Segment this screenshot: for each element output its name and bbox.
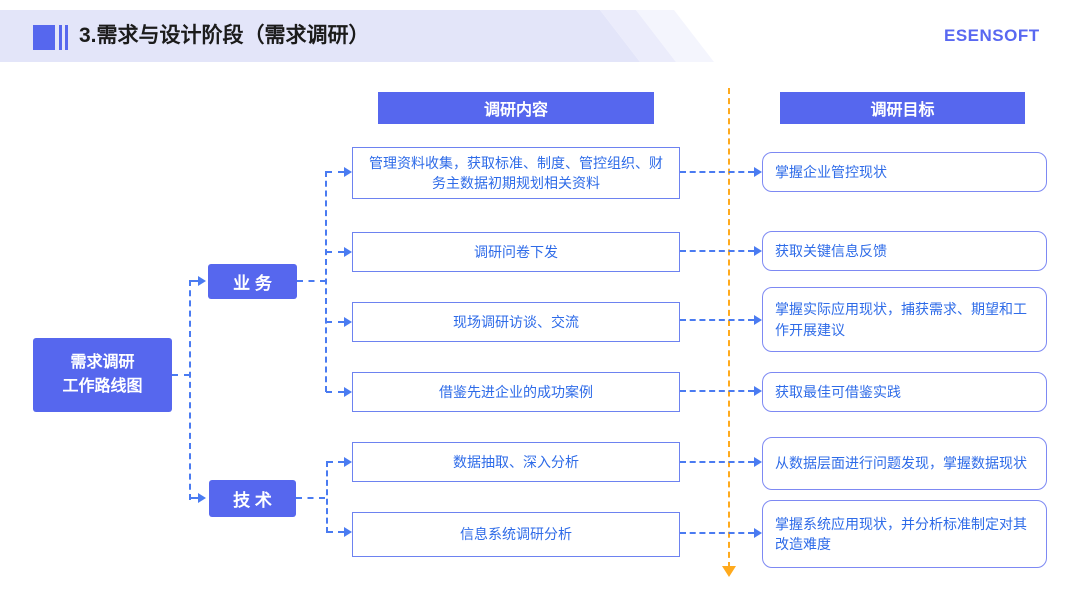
content-node: 借鉴先进企业的成功案例: [352, 372, 680, 412]
goal-node: 掌握系统应用现状，并分析标准制定对其改造难度: [762, 500, 1047, 568]
column-header-goal: 调研目标: [780, 92, 1025, 124]
content-node: 管理资料收集，获取标准、制度、管控组织、财务主数据初期规划相关资料: [352, 147, 680, 199]
connector-line: [190, 280, 198, 282]
arrow-right-icon: [754, 386, 762, 396]
page-title: 3.需求与设计阶段（需求调研）: [79, 24, 370, 47]
goal-node: 从数据层面进行问题发现，掌握数据现状: [762, 437, 1047, 490]
arrow-right-icon: [344, 167, 352, 177]
header-band: [0, 10, 640, 62]
esensoft-logo: ESENSOFT: [944, 26, 1040, 45]
arrow-right-icon: [344, 387, 352, 397]
content-node: 数据抽取、深入分析: [352, 442, 680, 482]
branch-node-business: 业 务: [208, 264, 297, 299]
arrow-right-icon: [754, 528, 762, 538]
connector-line: [189, 280, 191, 500]
connector-line: [327, 531, 344, 533]
connector-line: [680, 319, 754, 321]
goal-node: 掌握企业管控现状: [762, 152, 1047, 192]
goal-node: 获取最佳可借鉴实践: [762, 372, 1047, 412]
arrow-right-icon: [754, 246, 762, 256]
title-square-icon: [33, 25, 55, 50]
connector-line: [326, 391, 344, 393]
connector-line: [172, 374, 190, 376]
connector-line: [296, 497, 325, 499]
connector-line: [297, 280, 326, 282]
arrow-right-icon: [198, 493, 206, 503]
connector-line: [680, 461, 754, 463]
goal-node: 掌握实际应用现状，捕获需求、期望和工作开展建议: [762, 287, 1047, 352]
connector-line: [326, 461, 328, 533]
arrow-right-icon: [344, 247, 352, 257]
content-node: 信息系统调研分析: [352, 512, 680, 557]
goal-node: 获取关键信息反馈: [762, 231, 1047, 271]
connector-line: [326, 321, 344, 323]
connector-line: [190, 497, 198, 499]
connector-line: [326, 251, 344, 253]
arrow-right-icon: [344, 527, 352, 537]
connector-line: [680, 250, 754, 252]
connector-line: [325, 171, 327, 392]
arrow-right-icon: [198, 276, 206, 286]
branch-node-tech: 技 术: [209, 480, 296, 517]
content-node: 调研问卷下发: [352, 232, 680, 272]
timeline-dashed-line: [728, 88, 730, 568]
arrow-down-icon: [722, 566, 736, 577]
arrow-right-icon: [754, 167, 762, 177]
title-bar-icon: [59, 25, 62, 50]
content-node: 现场调研访谈、交流: [352, 302, 680, 342]
connector-line: [327, 461, 344, 463]
title-bar-icon: [65, 25, 68, 50]
arrow-right-icon: [754, 457, 762, 467]
arrow-right-icon: [344, 317, 352, 327]
root-node: 需求调研 工作路线图: [33, 338, 172, 412]
connector-line: [680, 390, 754, 392]
connector-line: [326, 171, 344, 173]
connector-line: [680, 532, 754, 534]
arrow-right-icon: [344, 457, 352, 467]
connector-line: [680, 171, 754, 173]
arrow-right-icon: [754, 315, 762, 325]
column-header-content: 调研内容: [378, 92, 654, 124]
